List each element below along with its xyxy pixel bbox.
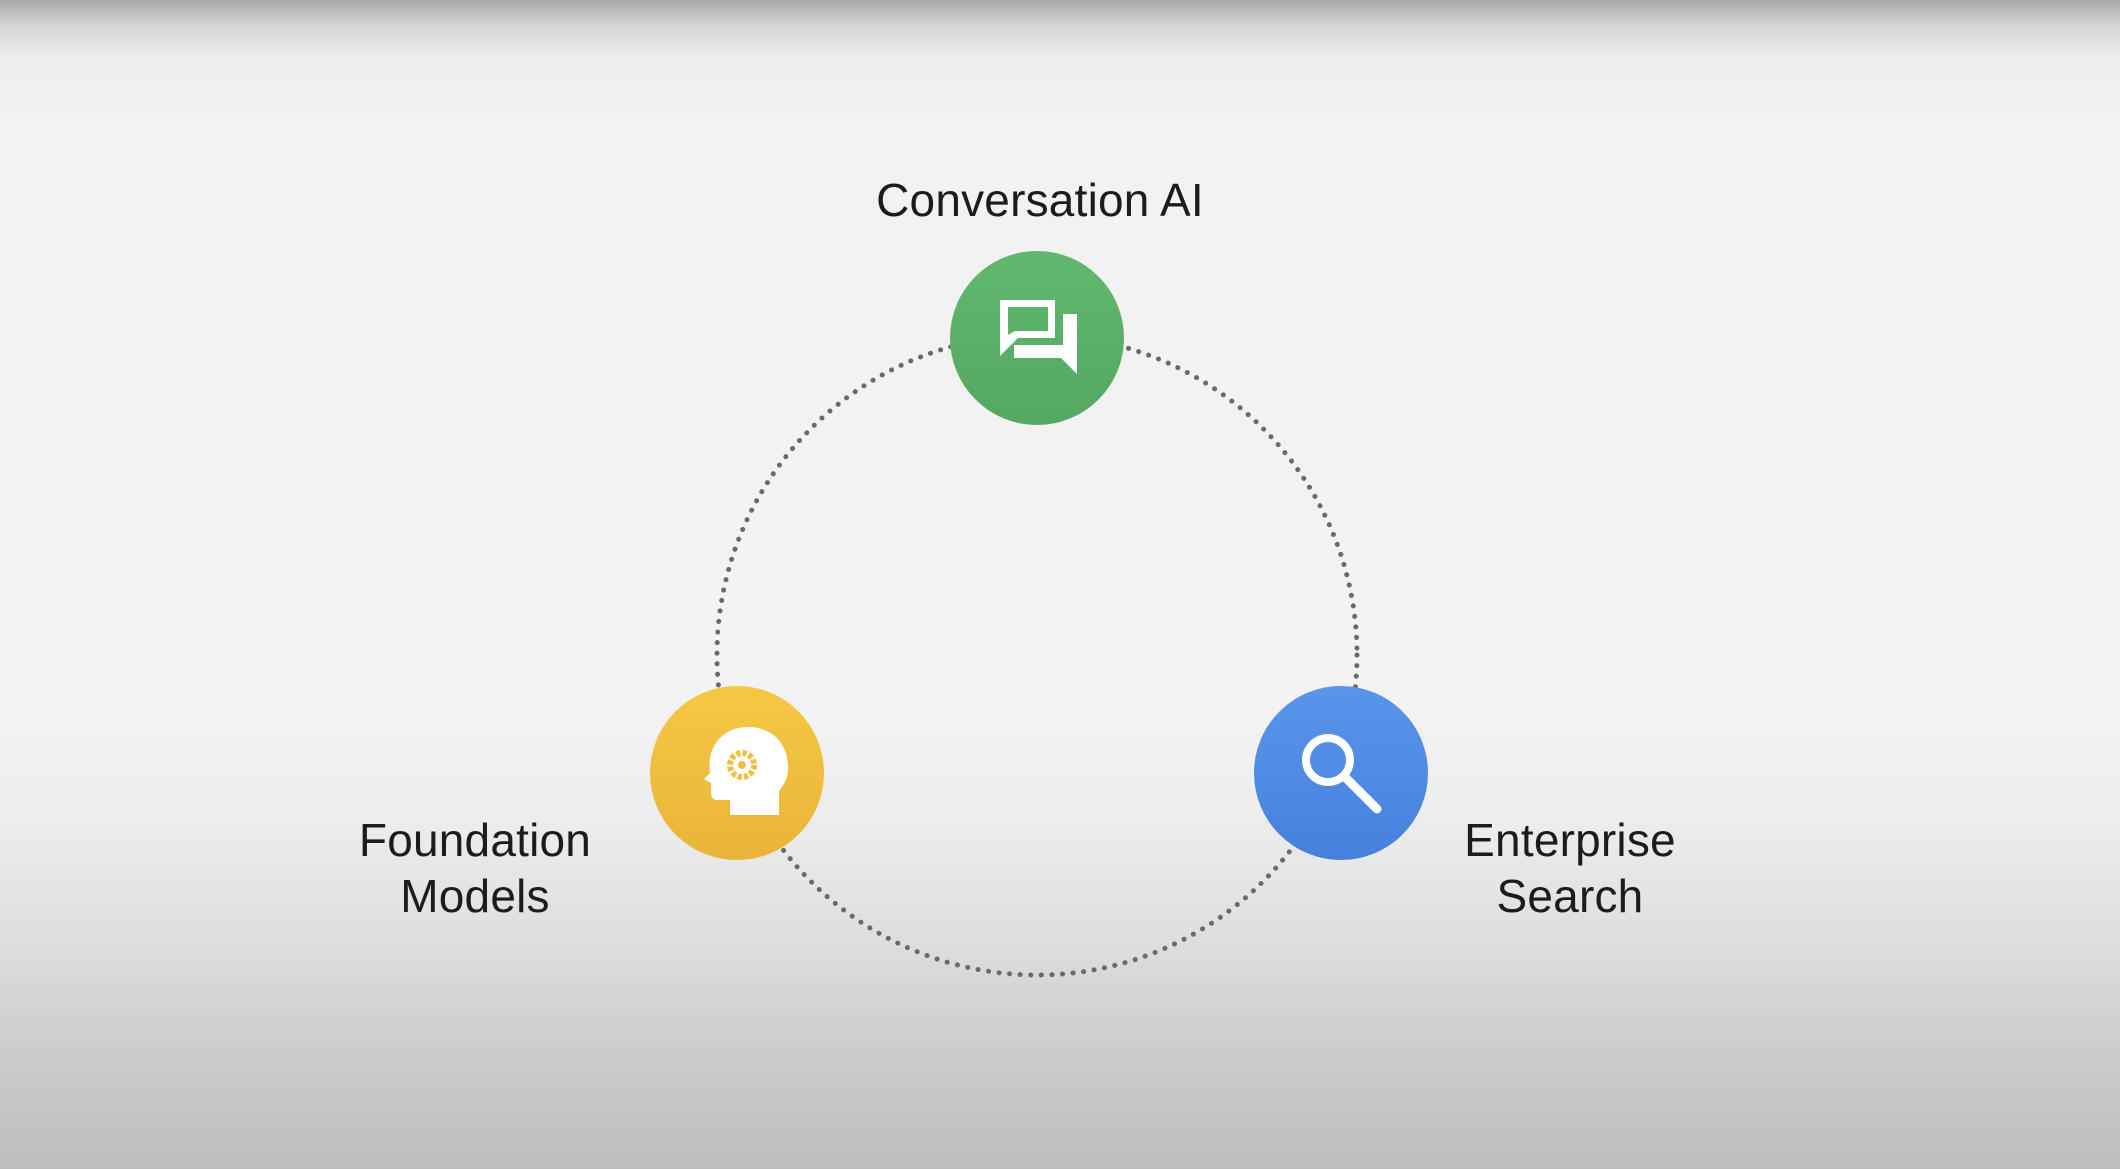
label-enterprise-search-line-1: Enterprise — [1464, 814, 1676, 866]
node-conversation-ai — [950, 251, 1124, 425]
dotted-cycle-ring — [714, 332, 1360, 978]
label-enterprise-search-line-2: Search — [1496, 870, 1644, 922]
label-conversation-ai-text: Conversation AI — [876, 174, 1204, 226]
chat-bubbles-icon — [1000, 300, 1077, 374]
label-foundation-models-line-1: Foundation — [358, 814, 592, 866]
label-conversation-ai: Conversation AI — [780, 172, 1300, 228]
magnifier-icon — [1302, 734, 1382, 814]
label-enterprise-search: Enterprise Search — [1400, 812, 1740, 924]
label-foundation-models: Foundation Models — [300, 812, 650, 924]
node-enterprise-search — [1254, 686, 1428, 860]
label-foundation-models-line-2: Models — [400, 870, 550, 922]
node-foundation-models — [650, 686, 824, 860]
head-gear-icon — [704, 727, 789, 815]
